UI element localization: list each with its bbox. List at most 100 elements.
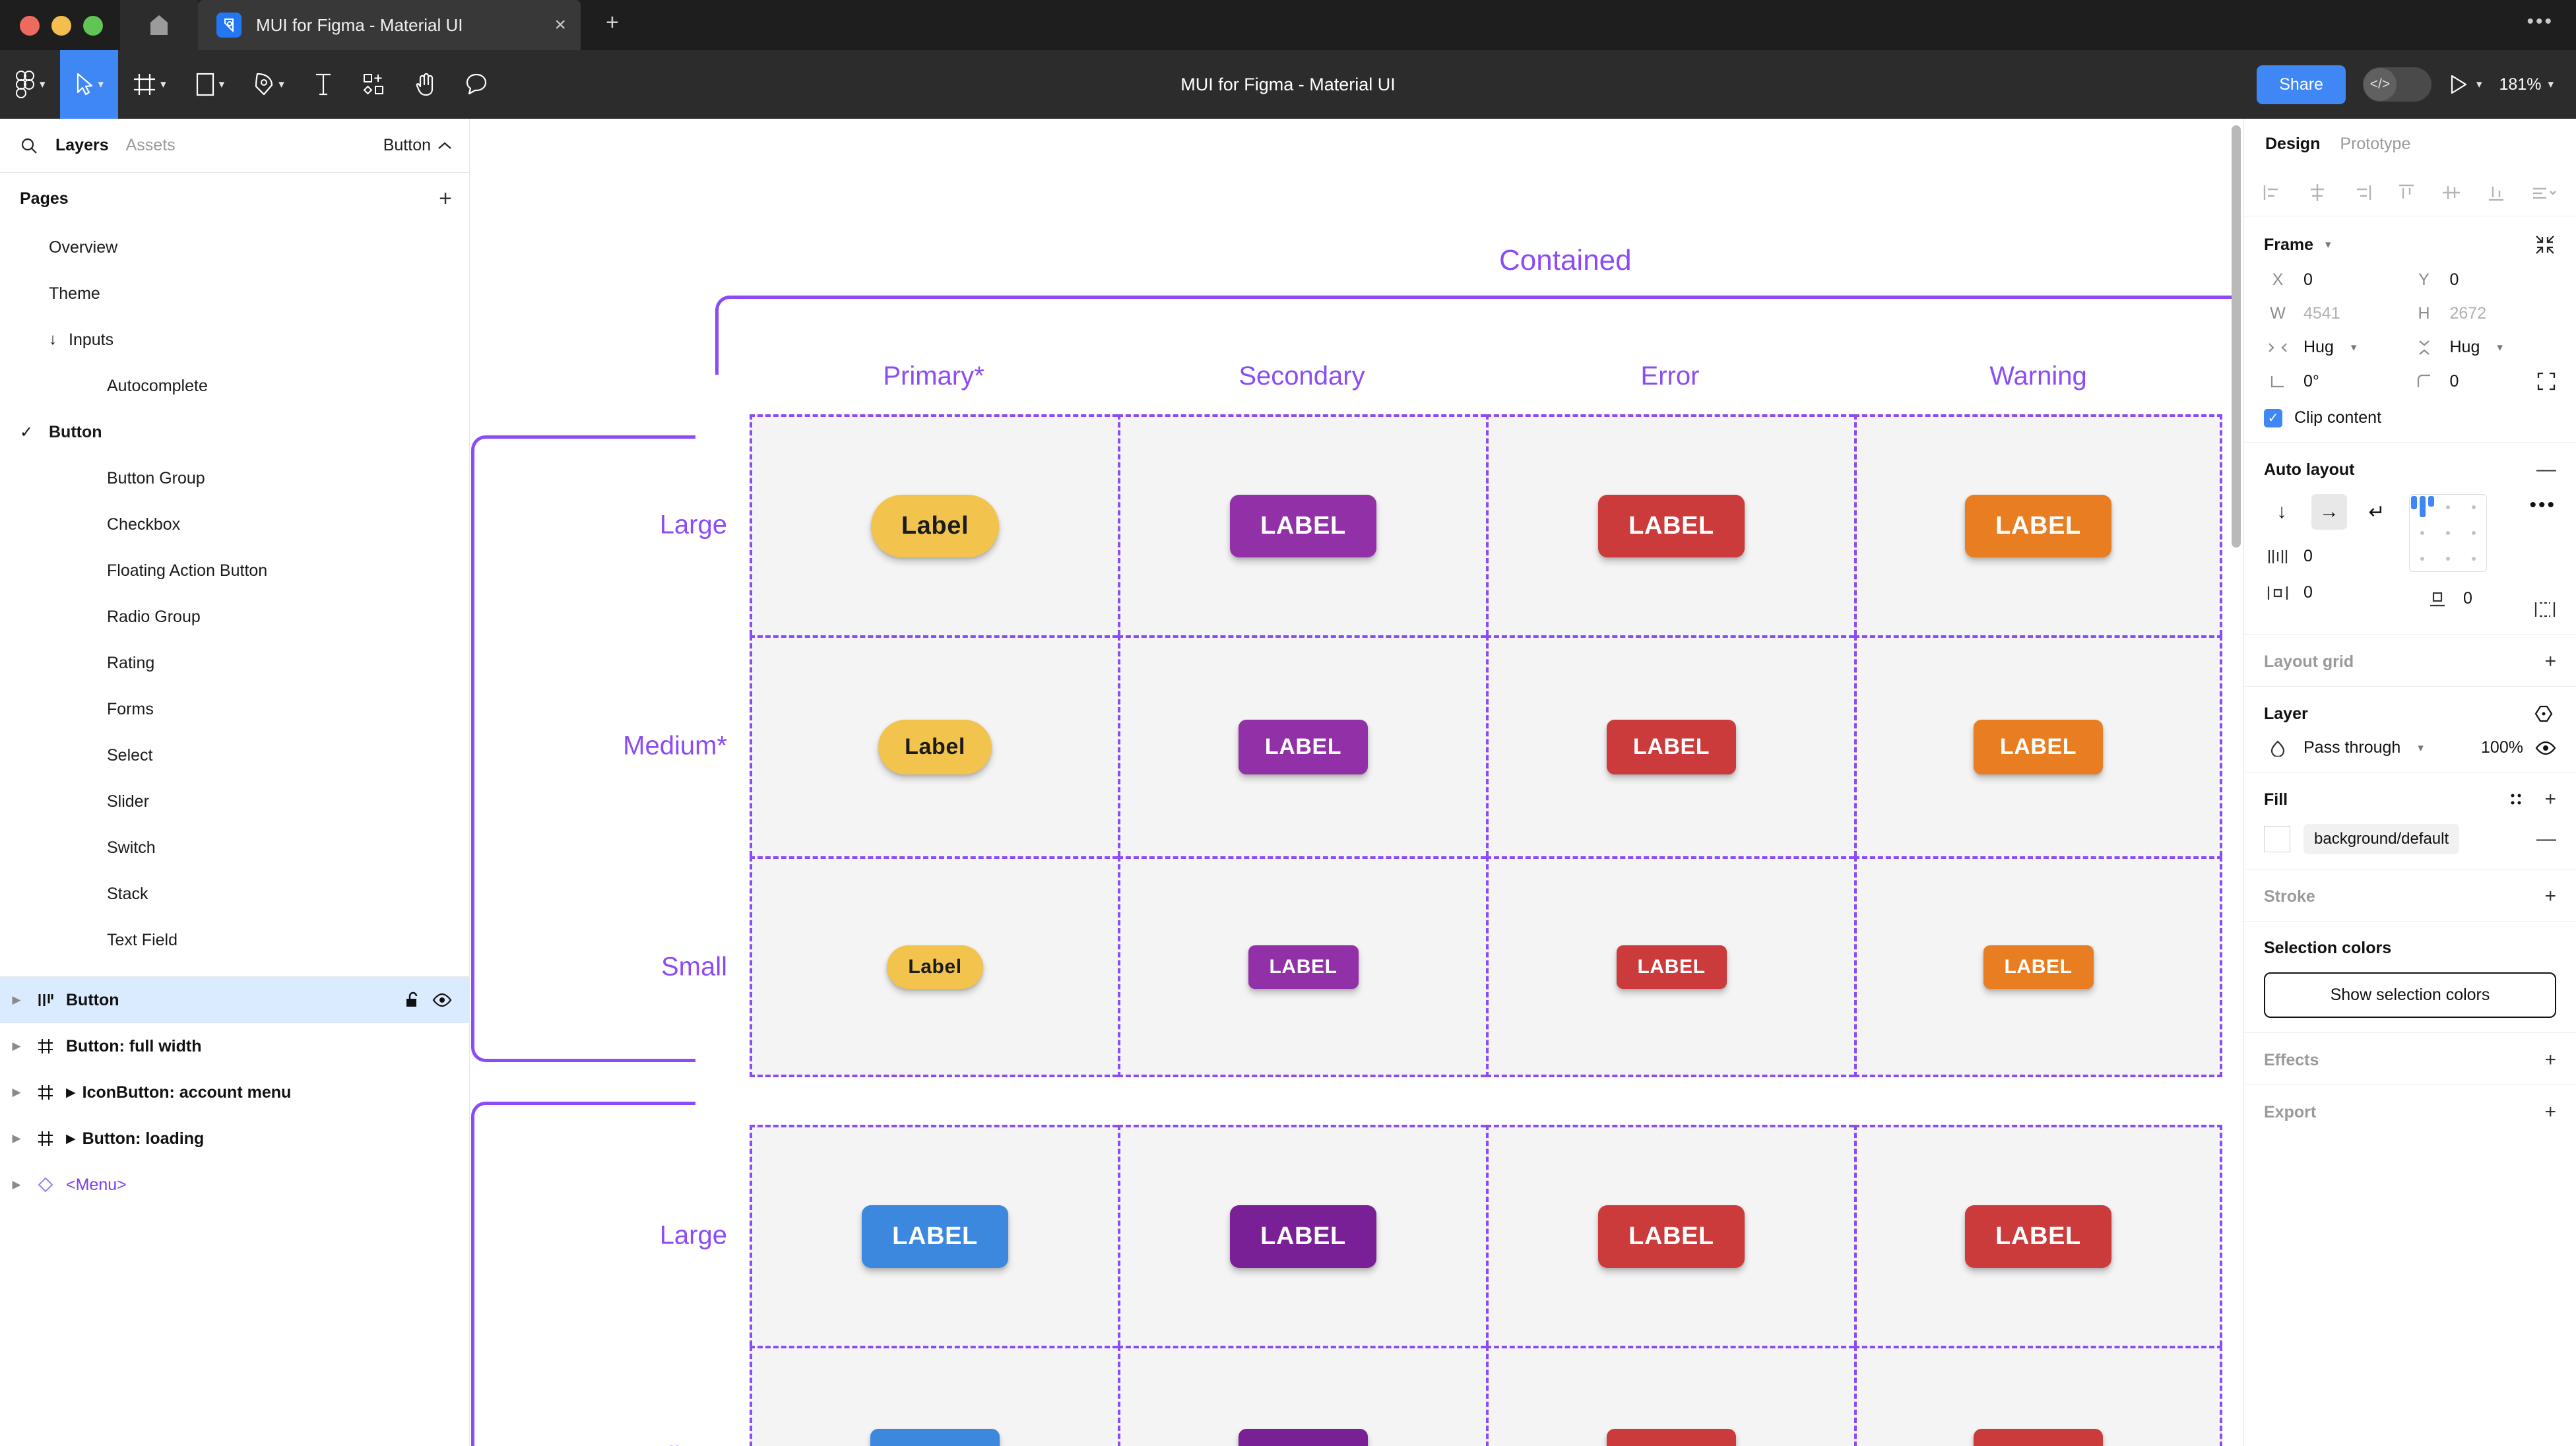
page-item-autocomplete[interactable]: Autocomplete: [0, 363, 469, 409]
grid-cell[interactable]: LABEL: [1118, 856, 1486, 1077]
align-top-icon[interactable]: [2395, 181, 2418, 204]
layer-settings-icon[interactable]: [2534, 704, 2556, 724]
comment-tool-icon[interactable]: [451, 50, 502, 119]
align-vertical-center-icon[interactable]: [2440, 181, 2463, 204]
mui-button-error-medium[interactable]: LABEL: [1606, 720, 1737, 774]
add-effect-icon[interactable]: +: [2544, 1049, 2556, 1071]
fill-color-swatch[interactable]: [2264, 826, 2290, 852]
frame-y-field[interactable]: Y 0: [2410, 270, 2557, 290]
blend-mode-dropdown[interactable]: Pass through ▾: [2264, 738, 2463, 757]
layout-vertical-icon[interactable]: ↓: [2276, 501, 2287, 522]
mui-button-primary-medium[interactable]: LABEL: [870, 1429, 1000, 1446]
grid-cell[interactable]: LABEL: [1486, 414, 1854, 635]
chevron-right-icon[interactable]: ▶: [12, 1086, 21, 1098]
visibility-icon[interactable]: [432, 993, 452, 1007]
new-tab-icon[interactable]: +: [606, 10, 619, 35]
grid-cell[interactable]: Label: [750, 856, 1118, 1077]
page-item-theme[interactable]: Theme: [0, 270, 469, 317]
rotation-field[interactable]: 0°: [2264, 372, 2410, 391]
pen-tool-icon[interactable]: ▾: [239, 50, 299, 119]
layout-wrap-icon[interactable]: ↵: [2368, 501, 2385, 523]
fill-styles-icon[interactable]: [2507, 791, 2525, 808]
individual-padding-icon[interactable]: [2534, 600, 2556, 619]
share-button[interactable]: Share: [2257, 65, 2346, 104]
page-item-button-group[interactable]: Button Group: [0, 455, 469, 501]
mui-button-secondary-large[interactable]: LABEL: [1230, 495, 1376, 557]
mui-button-secondary-medium[interactable]: LABEL: [1238, 720, 1368, 774]
grid-cell[interactable]: LABEL: [1486, 635, 1854, 856]
grid-cell[interactable]: LABEL: [750, 1125, 1118, 1346]
horizontal-resizing-dropdown[interactable]: Hug ▾: [2264, 338, 2410, 357]
chevron-down-icon[interactable]: ▾: [2476, 78, 2482, 90]
hand-tool-icon[interactable]: [401, 50, 451, 119]
auto-layout-more-icon[interactable]: •••: [2529, 494, 2556, 516]
mui-button-error-large[interactable]: LABEL: [1598, 1205, 1745, 1268]
page-item-slider[interactable]: Slider: [0, 778, 469, 825]
mui-button-secondary-medium[interactable]: LABEL: [1238, 1429, 1368, 1446]
browser-tab[interactable]: MUI for Figma - Material UI ×: [198, 0, 581, 50]
mui-button-error-large[interactable]: LABEL: [1598, 495, 1745, 557]
grid-cell[interactable]: LABEL: [1486, 1346, 1854, 1446]
page-item-switch[interactable]: Switch: [0, 825, 469, 871]
mui-button-secondary-large[interactable]: LABEL: [1230, 1205, 1376, 1268]
distribute-menu-icon[interactable]: [2530, 181, 2559, 204]
add-fill-icon[interactable]: +: [2544, 788, 2556, 810]
grid-cell[interactable]: LABEL: [1118, 635, 1486, 856]
layer-row[interactable]: ▶▶Button: loading: [0, 1116, 469, 1162]
page-item-select[interactable]: Select: [0, 732, 469, 778]
close-window-button[interactable]: [20, 16, 40, 36]
clip-content-checkbox[interactable]: ✓: [2264, 408, 2282, 427]
fill-token-chip[interactable]: background/default: [2303, 824, 2460, 854]
chevron-down-icon[interactable]: ▾: [40, 78, 46, 90]
chevron-down-icon[interactable]: ▾: [160, 78, 166, 90]
auto-layout-padding-v-field[interactable]: 0: [2424, 589, 2472, 608]
shape-tool-icon[interactable]: ▾: [181, 50, 240, 119]
move-tool-icon[interactable]: ▾: [59, 50, 119, 119]
remove-auto-layout-icon[interactable]: —: [2536, 458, 2556, 480]
frame-tool-icon[interactable]: ▾: [118, 50, 181, 119]
browser-menu-icon[interactable]: •••: [2527, 11, 2554, 32]
frame-x-field[interactable]: X 0: [2264, 270, 2410, 290]
present-button[interactable]: ▾: [2449, 74, 2482, 95]
page-item-rating[interactable]: Rating: [0, 640, 469, 686]
add-page-icon[interactable]: +: [439, 186, 452, 211]
align-left-icon[interactable]: [2261, 181, 2284, 204]
grid-cell[interactable]: LABEL: [1854, 1346, 2222, 1446]
grid-cell[interactable]: LABEL: [1118, 1346, 1486, 1446]
visibility-icon[interactable]: [2535, 740, 2556, 756]
page-selector[interactable]: Button: [383, 136, 452, 155]
vertical-resizing-dropdown[interactable]: Hug ▾: [2410, 338, 2557, 357]
independent-corners-icon[interactable]: [2536, 371, 2556, 391]
chevron-right-icon[interactable]: ▶: [12, 993, 21, 1006]
mui-button-error-small[interactable]: LABEL: [1616, 945, 1727, 989]
grid-cell[interactable]: LABEL: [1854, 856, 2222, 1077]
mui-button-primary-large[interactable]: Label: [870, 495, 1000, 557]
page-item-stack[interactable]: Stack: [0, 871, 469, 917]
remove-fill-icon[interactable]: —: [2536, 828, 2556, 850]
mui-button-warning-large[interactable]: LABEL: [1965, 1205, 2111, 1268]
grid-cell[interactable]: LABEL: [1118, 1125, 1486, 1346]
grid-cell[interactable]: LABEL: [1486, 1125, 1854, 1346]
auto-layout-padding-h-field[interactable]: 0: [2264, 583, 2329, 602]
opacity-field[interactable]: 100%: [2463, 738, 2556, 757]
chevron-down-icon[interactable]: ▾: [98, 78, 104, 90]
tab-layers[interactable]: Layers: [55, 136, 109, 154]
mui-button-warning-medium[interactable]: LABEL: [1973, 720, 2104, 774]
chevron-right-icon[interactable]: ▶: [12, 1040, 21, 1052]
chevron-down-icon[interactable]: ▾: [278, 78, 284, 90]
layer-row[interactable]: ▶Button: full width: [0, 1023, 469, 1069]
text-tool-icon[interactable]: [299, 50, 348, 119]
page-item-radio-group[interactable]: Radio Group: [0, 594, 469, 640]
auto-layout-alignment-pad[interactable]: [2409, 494, 2487, 572]
page-item-inputs[interactable]: ↓Inputs: [0, 317, 469, 363]
tab-design[interactable]: Design: [2265, 134, 2321, 153]
add-export-icon[interactable]: +: [2544, 1101, 2556, 1123]
grid-cell[interactable]: LABEL: [1854, 635, 2222, 856]
dev-mode-toggle[interactable]: </>: [2362, 67, 2431, 102]
mui-button-warning-medium[interactable]: LABEL: [1973, 1429, 2104, 1446]
layout-horizontal-icon[interactable]: →: [2311, 494, 2347, 530]
grid-cell[interactable]: LABEL: [1854, 414, 2222, 635]
grid-cell[interactable]: LABEL: [750, 1346, 1118, 1446]
grid-cell[interactable]: Label: [750, 635, 1118, 856]
